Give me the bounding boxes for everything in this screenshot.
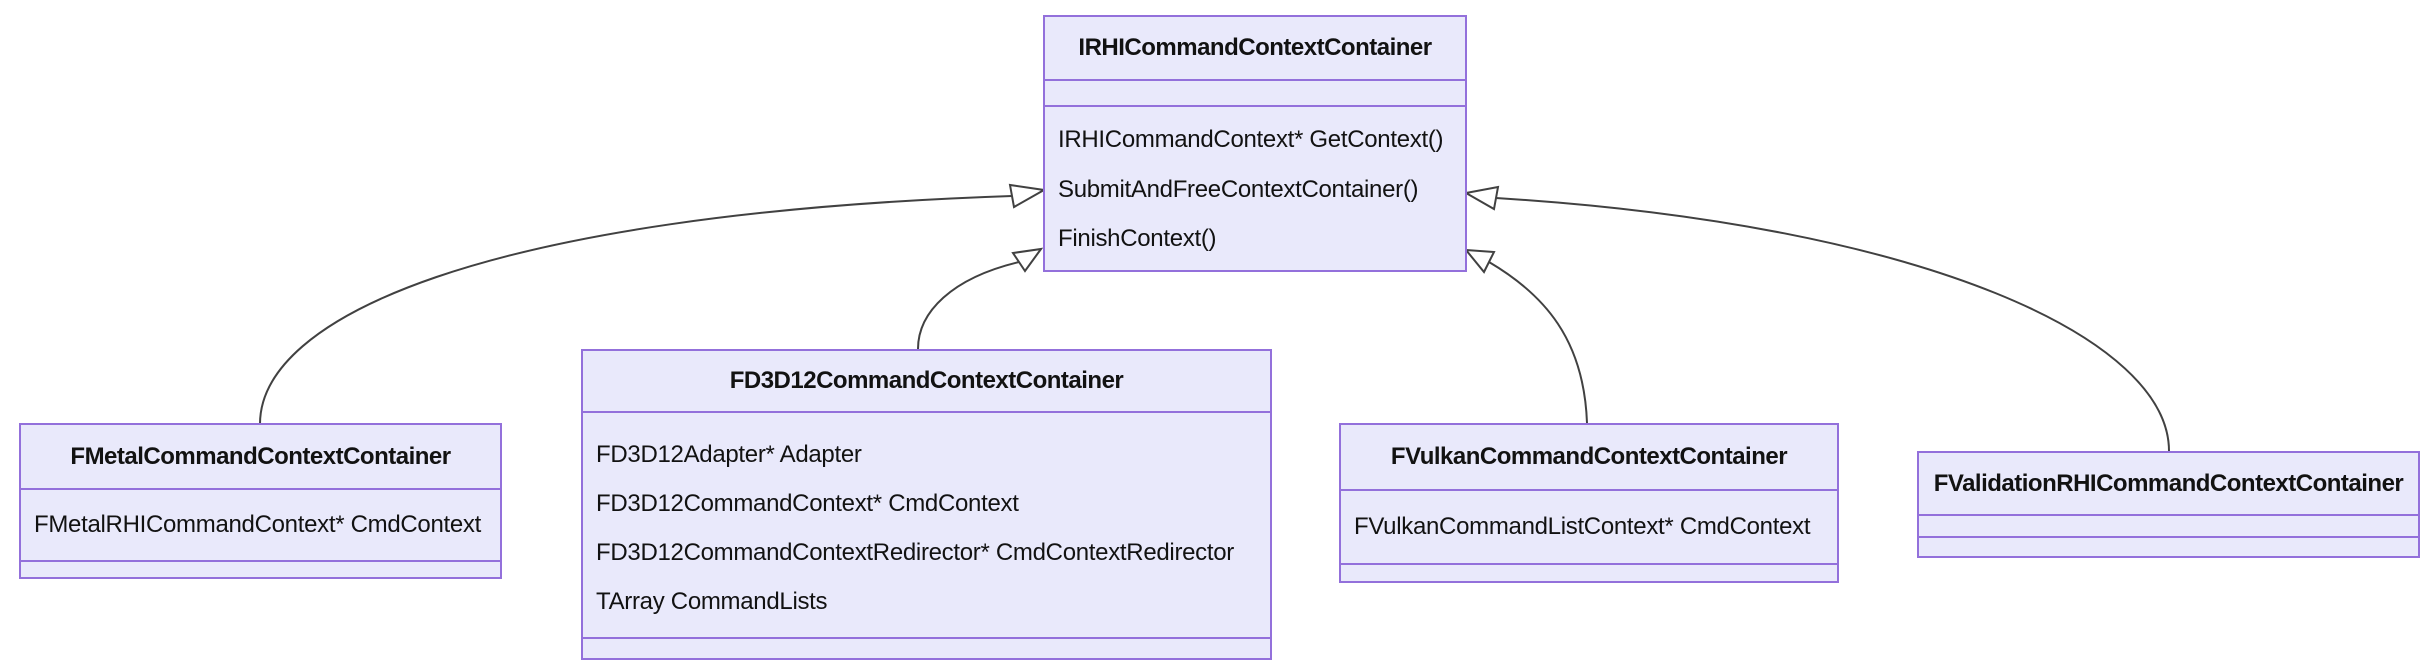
attributes-compartment: FMetalRHICommandContext* CmdContext	[21, 488, 500, 560]
inheritance-edge	[259, 195, 1013, 425]
class-name: IRHICommandContextContainer	[1078, 34, 1432, 61]
method: SubmitAndFreeContextContainer()	[1058, 175, 1419, 203]
inheritance-edge	[1488, 261, 1588, 424]
inheritance-arrowhead-icon	[1463, 185, 1500, 211]
class-box-fd3d12commandcontextcontainer: FD3D12CommandContextContainer FD3D12Adap…	[581, 349, 1272, 660]
class-name: FMetalCommandContextContainer	[70, 442, 451, 470]
methods-compartment	[1919, 536, 2418, 556]
inheritance-fvulkan-to-irhi	[1463, 248, 1588, 424]
class-box-fvulkancommandcontextcontainer: FVulkanCommandContextContainer FVulkanCo…	[1339, 423, 1839, 583]
class-box-fmetalcommandcontextcontainer: FMetalCommandContextContainer FMetalRHIC…	[19, 423, 502, 579]
class-name: FValidationRHICommandContextContainer	[1933, 469, 2404, 497]
class-box-irhicommandcontextcontainer: IRHICommandContextContainer IRHICommandC…	[1043, 15, 1467, 272]
inheritance-fvalidation-to-irhi	[1463, 185, 2170, 452]
inheritance-edge	[1495, 197, 2170, 452]
inheritance-arrowhead-icon	[1008, 183, 1048, 209]
method: FinishContext()	[1058, 225, 1217, 252]
method: IRHICommandContext* GetContext()	[1058, 126, 1444, 153]
inheritance-arrowhead-icon	[1011, 247, 1044, 273]
class-name: FD3D12CommandContextContainer	[729, 367, 1124, 394]
attribute: FD3D12Adapter* Adapter	[596, 441, 862, 468]
attribute: FVulkanCommandListContext* CmdContext	[1354, 513, 1811, 540]
methods-compartment	[21, 560, 500, 577]
attribute: FD3D12CommandContext* CmdContext	[596, 490, 1019, 517]
attributes-compartment: FVulkanCommandListContext* CmdContext	[1341, 489, 1837, 563]
methods-compartment	[583, 637, 1270, 658]
inheritance-edge	[917, 261, 1020, 350]
attribute: FD3D12CommandContextRedirector* CmdConte…	[596, 539, 1234, 566]
attributes-compartment	[1919, 514, 2418, 536]
class-name: FVulkanCommandContextContainer	[1390, 443, 1788, 470]
methods-compartment	[1341, 563, 1837, 581]
class-box-fvalidationrhicommandcontextcontainer: FValidationRHICommandContextContainer	[1917, 451, 2420, 558]
methods-compartment: IRHICommandContext* GetContext() SubmitA…	[1045, 105, 1465, 270]
inheritance-fmetal-to-irhi	[259, 183, 1048, 425]
inheritance-arrowhead-icon	[1463, 248, 1496, 274]
attribute: FMetalRHICommandContext* CmdContext	[34, 511, 481, 538]
attributes-compartment: FD3D12Adapter* Adapter FD3D12CommandCont…	[583, 411, 1270, 637]
attribute: TArray CommandLists	[596, 588, 828, 615]
inheritance-fd3d12-to-irhi	[917, 247, 1044, 350]
attributes-compartment	[1045, 79, 1465, 105]
